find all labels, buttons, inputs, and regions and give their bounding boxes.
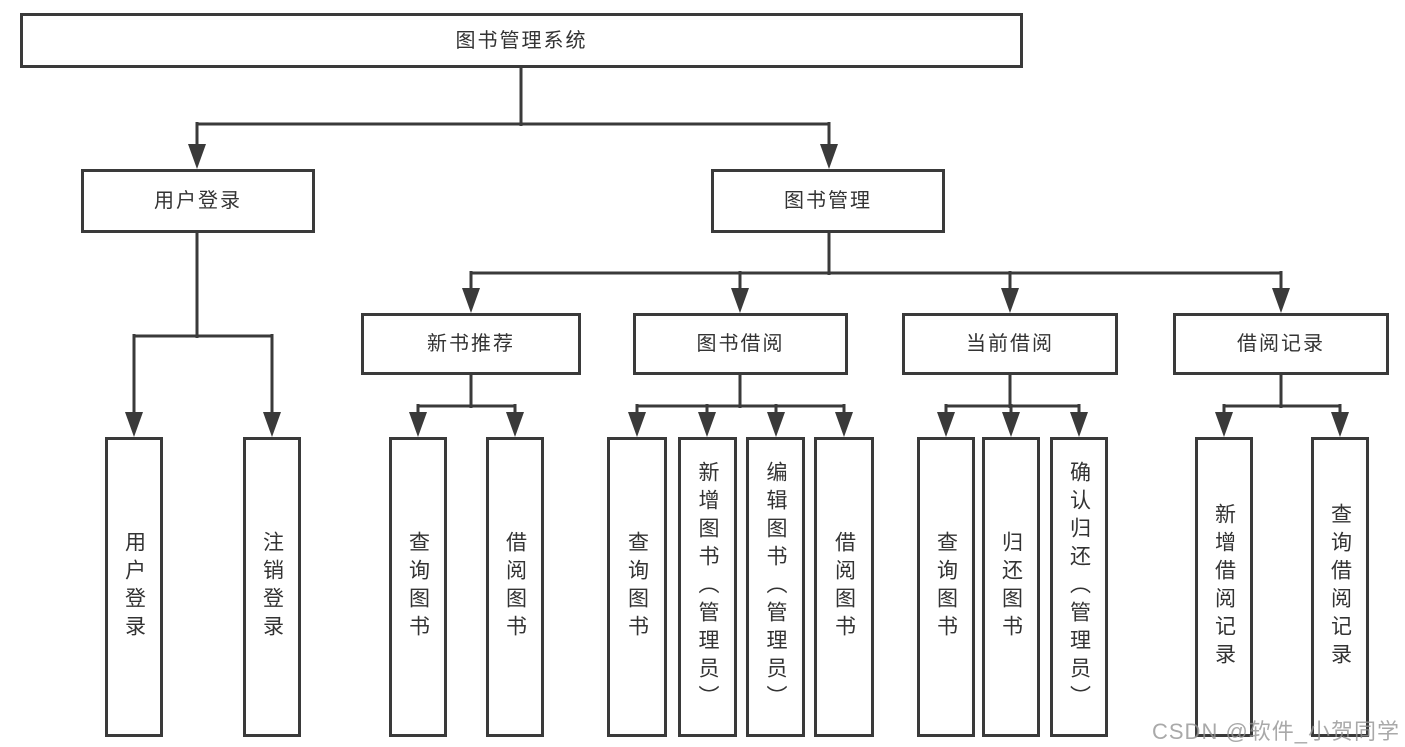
leaf-user-login-label: 用户登录 (122, 531, 146, 643)
leaf-query-books-borrowing-label: 查询图书 (625, 531, 649, 643)
leaf-add-book-admin-label: 新增图书（管理员） (696, 461, 719, 713)
leaf-confirm-return-admin: 确认归还（管理员） (1050, 437, 1108, 737)
leaf-query-books-current-label: 查询图书 (934, 531, 958, 643)
leaf-edit-book-admin-label: 编辑图书（管理员） (764, 461, 787, 713)
csdn-watermark: CSDN @软件_小贺同学 (1152, 719, 1401, 744)
leaf-add-borrow-record-label: 新增借阅记录 (1212, 503, 1236, 671)
leaf-logout-label: 注销登录 (260, 531, 284, 643)
node-user-login-label: 用户登录 (154, 190, 242, 212)
leaf-query-books-borrowing: 查询图书 (607, 437, 667, 737)
node-new-book-recommendation: 新书推荐 (361, 313, 581, 375)
node-current-borrowing: 当前借阅 (902, 313, 1118, 375)
leaf-edit-book-admin: 编辑图书（管理员） (746, 437, 805, 737)
leaf-add-borrow-record: 新增借阅记录 (1195, 437, 1253, 737)
leaf-return-books: 归还图书 (982, 437, 1040, 737)
leaf-borrow-books-borrowing-label: 借阅图书 (832, 531, 856, 643)
leaf-borrow-books-borrowing: 借阅图书 (814, 437, 874, 737)
leaf-query-borrow-record-label: 查询借阅记录 (1328, 503, 1352, 671)
node-book-borrowing-label: 图书借阅 (696, 333, 785, 355)
node-user-login: 用户登录 (81, 169, 315, 233)
node-library-system: 图书管理系统 (20, 13, 1023, 68)
leaf-borrow-books-recommend-label: 借阅图书 (503, 531, 527, 643)
node-book-borrowing: 图书借阅 (633, 313, 848, 375)
leaf-query-books-recommend: 查询图书 (389, 437, 447, 737)
leaf-return-books-label: 归还图书 (999, 531, 1023, 643)
leaf-confirm-return-admin-label: 确认归还（管理员） (1067, 461, 1091, 713)
leaf-query-books-current: 查询图书 (917, 437, 975, 737)
leaf-user-login: 用户登录 (105, 437, 163, 737)
node-book-management-label: 图书管理 (784, 190, 872, 212)
node-library-system-label: 图书管理系统 (455, 29, 588, 52)
leaf-query-books-recommend-label: 查询图书 (406, 531, 430, 643)
leaf-logout: 注销登录 (243, 437, 301, 737)
node-new-book-recommendation-label: 新书推荐 (427, 333, 515, 355)
node-book-management: 图书管理 (711, 169, 945, 233)
node-borrowing-records-label: 借阅记录 (1237, 333, 1325, 355)
leaf-add-book-admin: 新增图书（管理员） (678, 437, 737, 737)
node-current-borrowing-label: 当前借阅 (966, 333, 1054, 355)
node-borrowing-records: 借阅记录 (1173, 313, 1389, 375)
leaf-borrow-books-recommend: 借阅图书 (486, 437, 544, 737)
leaf-query-borrow-record: 查询借阅记录 (1311, 437, 1369, 737)
